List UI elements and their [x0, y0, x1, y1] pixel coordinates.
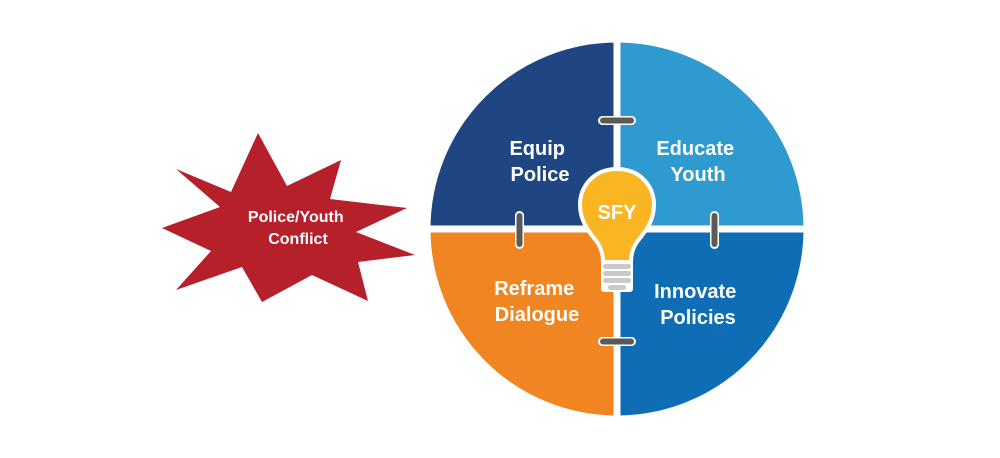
educate-youth-label: Educate Youth: [656, 138, 739, 186]
innovate-policies-label-line1: Innovate: [654, 281, 736, 303]
innovate-policies-label-line2: Policies: [660, 307, 736, 329]
connector-top: [598, 116, 636, 125]
quadrant-labels: Equip Police Educate Youth Reframe Dialo…: [494, 138, 742, 329]
conflict-starburst-shape: [162, 133, 415, 302]
quadrant-educate-youth: [613, 35, 811, 233]
reframe-dialogue-label: Reframe Dialogue: [494, 278, 580, 326]
pie-quadrants: [423, 35, 811, 423]
equip-police-label: Equip Police: [509, 138, 570, 186]
connector-bottom: [598, 337, 636, 346]
educate-youth-label-line2: Youth: [670, 164, 725, 186]
innovate-policies-label: Innovate Policies: [654, 281, 742, 329]
quadrant-reframe-dialogue: [423, 225, 621, 423]
connector-pins: [515, 116, 719, 346]
starburst: Police/Youth Conflict: [162, 133, 415, 302]
connector-left: [515, 211, 524, 249]
conflict-label: Police/Youth Conflict: [248, 209, 348, 248]
quadrant-innovate-policies: [613, 225, 811, 423]
reframe-dialogue-label-line1: Reframe: [494, 278, 574, 300]
educate-youth-label-line1: Educate: [656, 138, 734, 160]
conflict-label-line2: Conflict: [268, 231, 328, 248]
equip-police-label-line2: Police: [511, 164, 570, 186]
lightbulb-icon: SFY: [577, 166, 657, 292]
reframe-dialogue-label-line2: Dialogue: [495, 304, 579, 326]
connector-right: [710, 211, 719, 249]
quadrant-equip-police: [423, 35, 621, 233]
equip-police-label-line1: Equip: [509, 138, 565, 160]
conflict-label-line1: Police/Youth: [248, 209, 344, 226]
bulb-base: [601, 262, 633, 292]
bulb-label: SFY: [598, 202, 638, 224]
